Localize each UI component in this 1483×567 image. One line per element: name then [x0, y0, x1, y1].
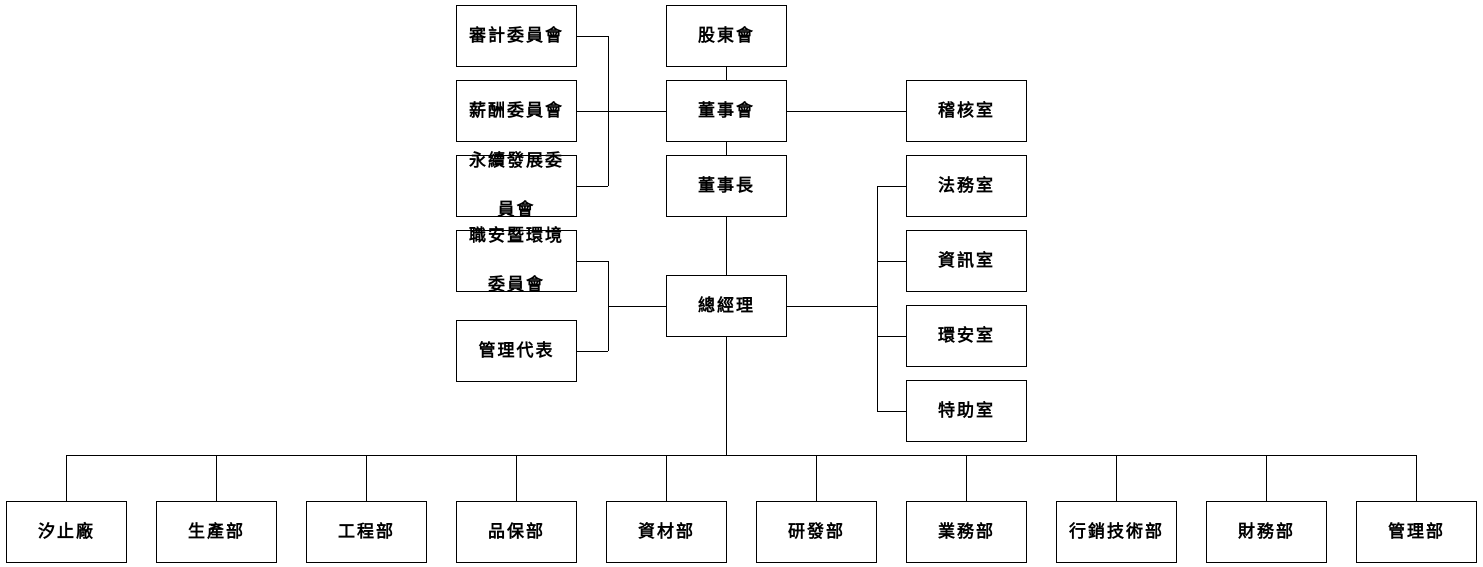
connector-department-drop-6 [966, 455, 967, 501]
connector-president-to-department-bus [726, 337, 727, 455]
connector-department-drop-7 [1116, 455, 1117, 501]
node-department-0[interactable]: 汐止廠 [6, 501, 127, 563]
connector-esh-office-stub [877, 336, 906, 337]
node-label: 股東會 [698, 25, 755, 46]
node-department-3[interactable]: 品保部 [456, 501, 577, 563]
connector-lower-left-bus-to-president [608, 306, 666, 307]
node-label: 資訊室 [938, 250, 995, 271]
node-label: 行銷技術部 [1069, 521, 1164, 542]
node-sustainability-committee[interactable]: 永續發展委 員會 [456, 151, 577, 220]
connector-department-bus [66, 455, 1416, 456]
node-label: 工程部 [338, 521, 395, 542]
connector-department-drop-2 [366, 455, 367, 501]
node-label: 董事會 [698, 100, 755, 121]
connector-it-office-stub [877, 261, 906, 262]
connector-legal-office-stub [877, 186, 906, 187]
node-audit-office[interactable]: 稽核室 [906, 80, 1027, 142]
connector-shareholders-to-board [726, 67, 727, 80]
node-label: 永續發展委 員會 [461, 149, 572, 223]
node-esh-office[interactable]: 環安室 [906, 305, 1027, 367]
node-department-4[interactable]: 資材部 [606, 501, 727, 563]
node-label: 生產部 [188, 521, 245, 542]
node-label: 審計委員會 [469, 25, 564, 46]
connector-right-office-bus [877, 186, 878, 411]
node-it-office[interactable]: 資訊室 [906, 230, 1027, 292]
node-label: 稽核室 [938, 100, 995, 121]
node-label: 總經理 [698, 295, 755, 316]
node-label: 董事長 [698, 175, 755, 196]
node-label: 資材部 [638, 521, 695, 542]
node-label: 品保部 [488, 521, 545, 542]
node-label: 環安室 [938, 325, 995, 346]
node-label: 薪酬委員會 [469, 100, 564, 121]
node-label-line1: 職安暨環境 [469, 226, 564, 247]
node-label: 特助室 [938, 400, 995, 421]
node-department-1[interactable]: 生產部 [156, 501, 277, 563]
node-audit-committee[interactable]: 審計委員會 [456, 5, 577, 67]
connector-management-rep-stub [577, 351, 608, 352]
node-department-2[interactable]: 工程部 [306, 501, 427, 563]
node-label: 研發部 [788, 521, 845, 542]
node-safety-environment-committee[interactable]: 職安暨環境 委員會 [456, 226, 577, 295]
connector-audit-committee-stub [577, 36, 608, 37]
node-label: 法務室 [938, 175, 995, 196]
connector-left-committee-bus-to-board [608, 111, 666, 112]
connector-board-to-audit-office [787, 111, 906, 112]
node-department-8[interactable]: 財務部 [1206, 501, 1327, 563]
connector-department-drop-0 [66, 455, 67, 501]
node-label-line1: 永續發展委 [469, 151, 564, 172]
connector-board-to-chairman [726, 142, 727, 155]
node-label: 職安暨環境 委員會 [461, 224, 572, 298]
node-label: 管理代表 [478, 340, 555, 361]
node-label: 財務部 [1238, 521, 1295, 542]
connector-department-drop-4 [666, 455, 667, 501]
node-shareholders[interactable]: 股東會 [666, 5, 787, 67]
node-label-line2: 員會 [497, 200, 536, 221]
connector-department-drop-1 [216, 455, 217, 501]
connector-department-drop-9 [1416, 455, 1417, 501]
connector-compensation-committee-stub [577, 111, 608, 112]
node-label-line2: 委員會 [488, 275, 545, 296]
connector-chairman-to-president [726, 217, 727, 275]
node-department-9[interactable]: 管理部 [1356, 501, 1477, 563]
connector-special-assistant-stub [877, 411, 906, 412]
node-label: 業務部 [938, 521, 995, 542]
node-special-assistant-office[interactable]: 特助室 [906, 380, 1027, 442]
connector-sustainability-committee-stub [577, 186, 608, 187]
connector-department-drop-3 [516, 455, 517, 501]
connector-department-drop-5 [816, 455, 817, 501]
node-board-of-directors[interactable]: 董事會 [666, 80, 787, 142]
node-chairman[interactable]: 董事長 [666, 155, 787, 217]
node-president[interactable]: 總經理 [666, 275, 787, 337]
node-compensation-committee[interactable]: 薪酬委員會 [456, 80, 577, 142]
connector-safety-committee-stub [577, 261, 608, 262]
node-department-6[interactable]: 業務部 [906, 501, 1027, 563]
node-management-representative[interactable]: 管理代表 [456, 320, 577, 382]
node-legal-office[interactable]: 法務室 [906, 155, 1027, 217]
node-department-5[interactable]: 研發部 [756, 501, 877, 563]
node-label: 汐止廠 [38, 521, 95, 542]
node-department-7[interactable]: 行銷技術部 [1056, 501, 1177, 563]
connector-president-to-right-bus [787, 306, 877, 307]
node-label: 管理部 [1388, 521, 1445, 542]
connector-department-drop-8 [1266, 455, 1267, 501]
